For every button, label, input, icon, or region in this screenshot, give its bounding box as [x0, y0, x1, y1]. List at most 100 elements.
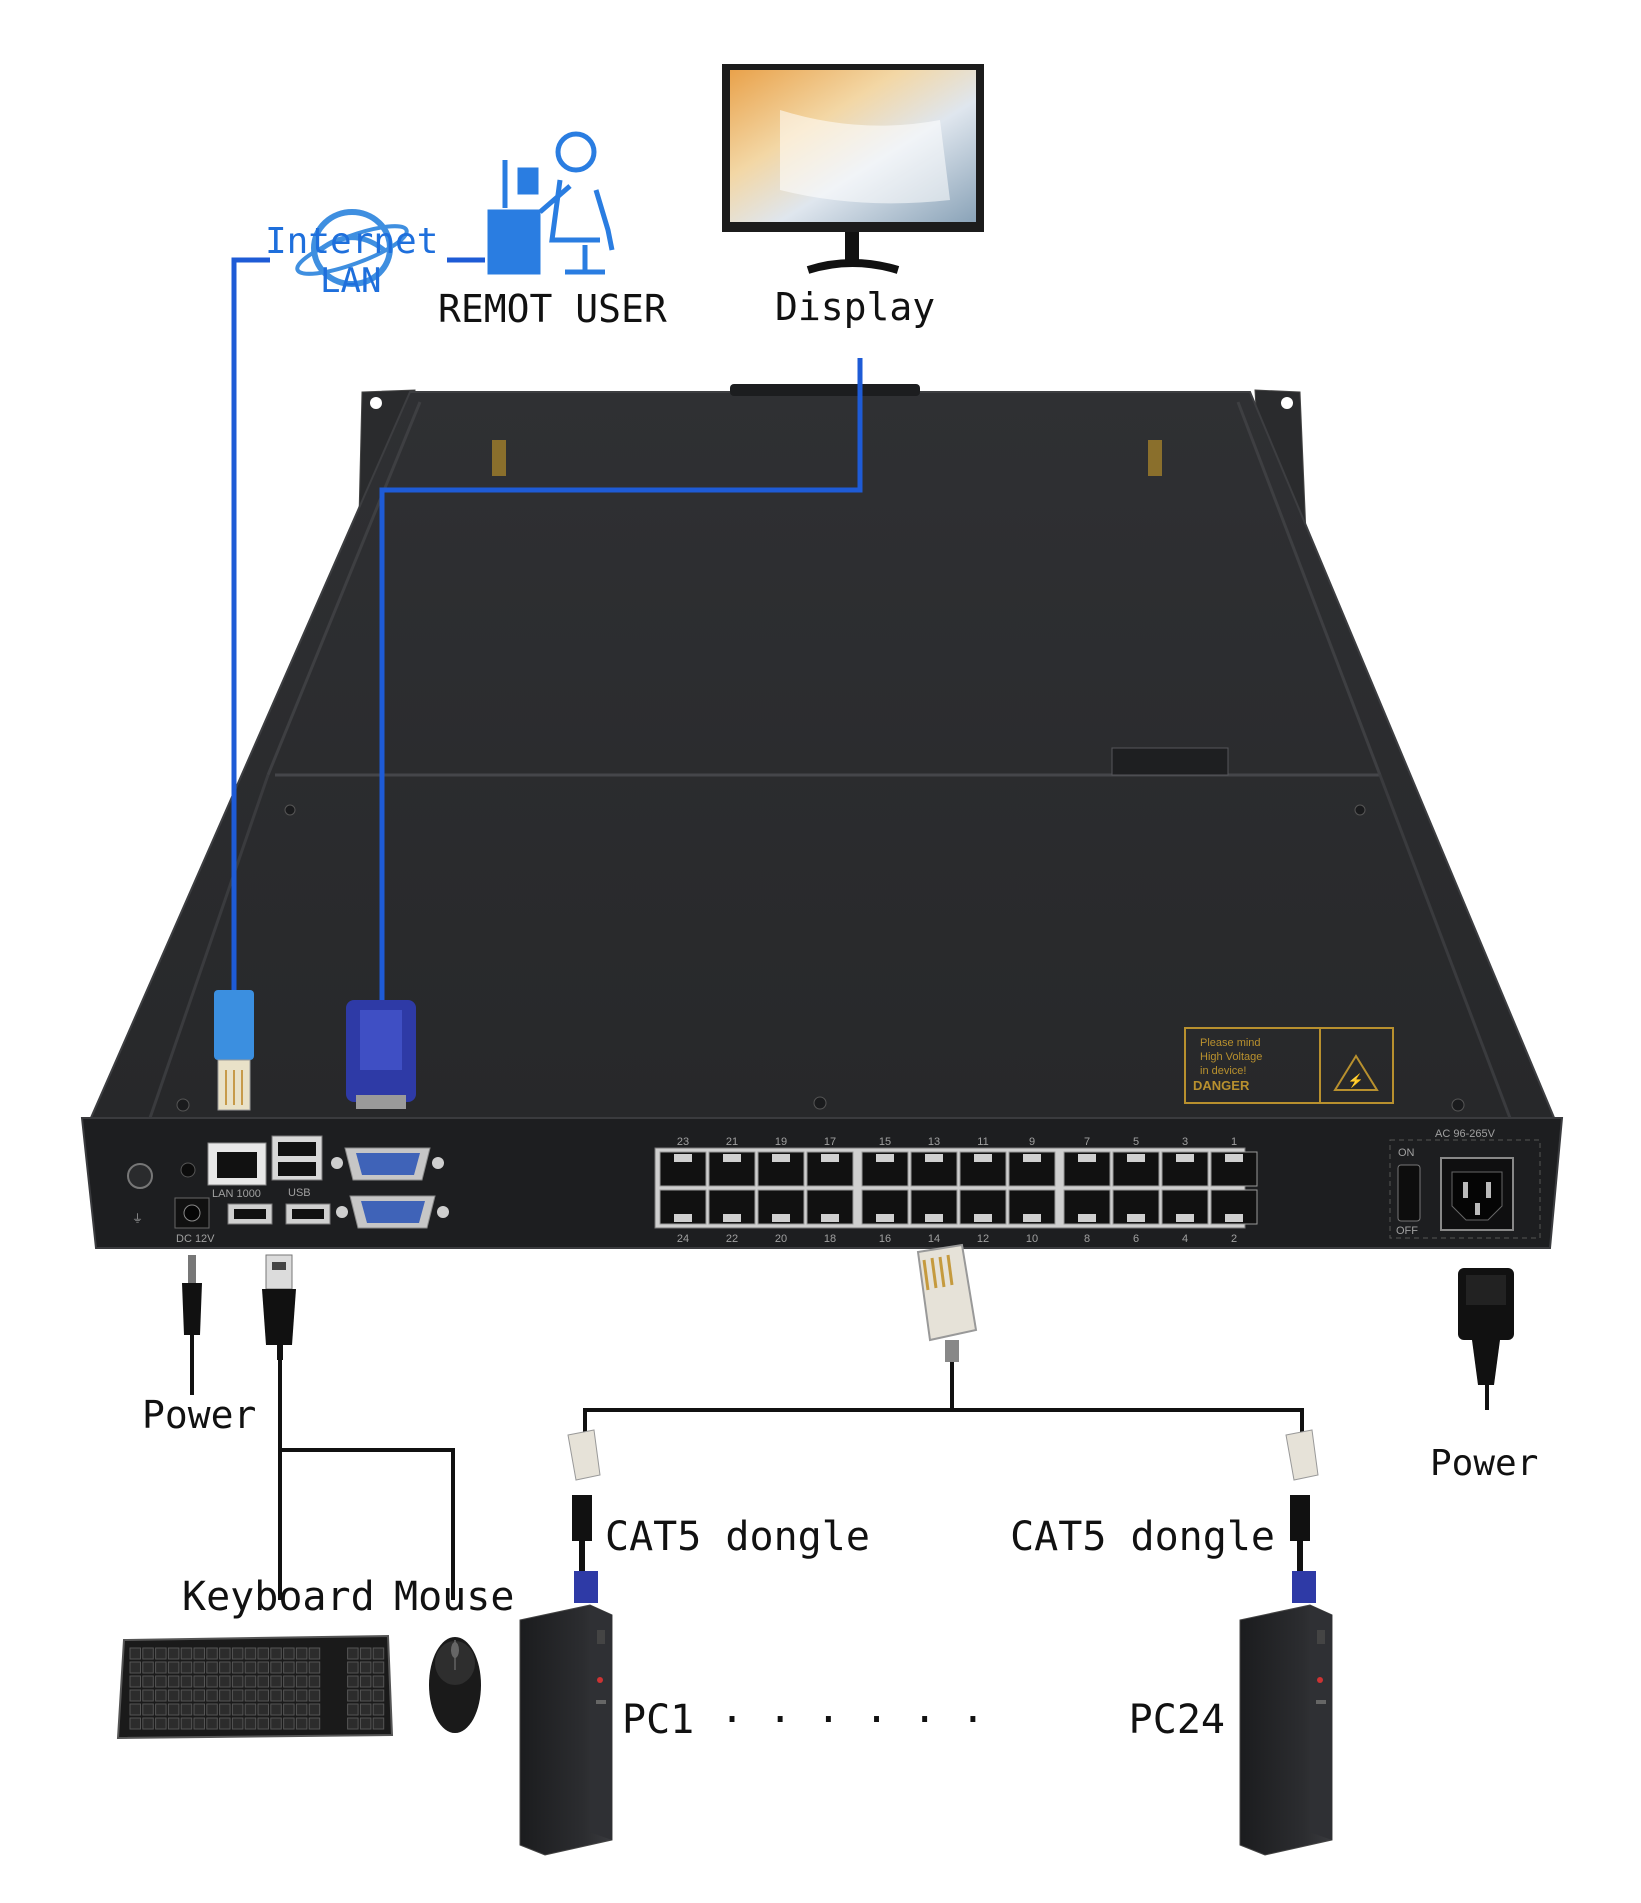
usb-ports-top [271, 1135, 323, 1181]
keyboard-key [359, 1647, 372, 1660]
keyboard-label: Keyboard [182, 1574, 375, 1620]
keyboard-key [167, 1689, 180, 1702]
keyboard-key [295, 1703, 308, 1716]
keyboard-key [231, 1689, 244, 1702]
cat5-dongle-right [1285, 1429, 1319, 1603]
warning-line3: in device! [1200, 1065, 1246, 1077]
right-power-label: Power [1430, 1443, 1538, 1484]
keyboard-key [231, 1703, 244, 1716]
remote-user-label: REMOT USER [438, 287, 667, 331]
keyboard-key [142, 1661, 154, 1674]
keyboard-key [167, 1661, 180, 1674]
keyboard-key [180, 1703, 193, 1716]
ground-symbol-icon: ⏚ [132, 1212, 143, 1225]
top-handle [730, 384, 920, 396]
keyboard-key [193, 1647, 205, 1660]
keyboard-key [295, 1661, 308, 1674]
keyboard-key [359, 1703, 372, 1716]
port-number-label: 18 [824, 1233, 836, 1245]
port-number-label: 15 [879, 1136, 891, 1148]
keyboard-icon [116, 1634, 394, 1740]
keyboard-key [244, 1661, 257, 1674]
right-rail-lower [1378, 774, 1512, 1119]
port-number-label: 9 [1029, 1136, 1035, 1148]
dc-power-plug [182, 1255, 202, 1395]
left-power-label: Power [142, 1393, 256, 1437]
keyboard-key [257, 1661, 269, 1674]
port-number-label: 24 [677, 1233, 689, 1245]
keyboard-key [372, 1675, 385, 1688]
power-rocker-switch [1397, 1164, 1421, 1222]
rack-ear-hole-right [1281, 397, 1293, 409]
port-number-label: 6 [1133, 1233, 1139, 1245]
keyboard-key [295, 1689, 308, 1702]
keyboard-key [270, 1675, 282, 1688]
display-label: Display [775, 285, 935, 329]
keyboard-key [206, 1689, 218, 1702]
keyboard-key [283, 1703, 295, 1716]
keyboard-key [308, 1647, 321, 1660]
keyboard-key [270, 1689, 282, 1702]
off-label: OFF [1396, 1225, 1418, 1237]
cat5-branch-line [583, 1408, 1304, 1455]
display-monitor-icon [722, 64, 984, 274]
keyboard-key [257, 1703, 269, 1716]
keyboard-key [129, 1661, 141, 1674]
usb-plug [262, 1254, 296, 1360]
port-number-label: 1 [1231, 1136, 1237, 1148]
lan-rj45-cable-connector [214, 990, 254, 1111]
pc1-tower-icon [519, 1604, 613, 1856]
keyboard-key [142, 1703, 154, 1716]
keyboard-key [180, 1647, 193, 1660]
vga-cable-connector [346, 1000, 416, 1109]
pc24-label: PC24 [1129, 1697, 1225, 1743]
top-screws [176, 804, 1465, 1112]
port-number-label: 22 [726, 1233, 738, 1245]
keyboard-key [359, 1717, 372, 1730]
keyboard-key [244, 1675, 257, 1688]
warning-title: DANGER [1193, 1078, 1250, 1093]
vga-port-top [331, 1147, 444, 1181]
keyboard-key [155, 1647, 167, 1660]
keyboard-key [347, 1675, 359, 1688]
internet-label: Internet [265, 221, 438, 262]
keyboard-key [193, 1717, 205, 1730]
keyboard-key [347, 1717, 359, 1730]
keyboard-key [155, 1717, 167, 1730]
keyboard-key [270, 1703, 282, 1716]
port-number-label: 11 [977, 1136, 988, 1148]
keyboard-key [180, 1675, 193, 1688]
lan-label: LAN [320, 261, 381, 301]
mouse-label: Mouse [394, 1574, 514, 1620]
keyboard-key [257, 1717, 269, 1730]
port-number-label: 8 [1084, 1233, 1090, 1245]
keyboard-key [219, 1647, 231, 1660]
keyboard-key [129, 1675, 141, 1688]
high-voltage-warning-label: ⚡ DANGER Please mind High Voltage in dev… [1184, 1027, 1394, 1104]
keyboard-key [372, 1703, 385, 1716]
keyboard-key [283, 1675, 295, 1688]
keyboard-key [155, 1703, 167, 1716]
keyboard-key [129, 1689, 141, 1702]
keyboard-key [129, 1647, 141, 1660]
keyboard-key [359, 1675, 372, 1688]
lan-cable-line [231, 257, 270, 1010]
port-number-label: 23 [677, 1136, 689, 1148]
internet-globe-icon [295, 209, 409, 287]
status-led [180, 1162, 196, 1178]
keyboard-key [206, 1703, 218, 1716]
on-label: ON [1398, 1147, 1415, 1159]
pc24-tower-icon [1239, 1604, 1333, 1856]
power-section-outline [1389, 1139, 1541, 1239]
keyboard-key [231, 1661, 244, 1674]
port-number-label: 19 [775, 1136, 787, 1148]
left-rail [266, 401, 422, 776]
keyboard-key [308, 1717, 321, 1730]
ground-screw [127, 1163, 153, 1189]
kvm-switch-device: ⚡ DANGER Please mind High Voltage in dev… [80, 384, 1564, 1249]
keyboard-key [206, 1717, 218, 1730]
pc1-label: PC1 [622, 1697, 694, 1743]
left-rail-lower [148, 774, 270, 1119]
